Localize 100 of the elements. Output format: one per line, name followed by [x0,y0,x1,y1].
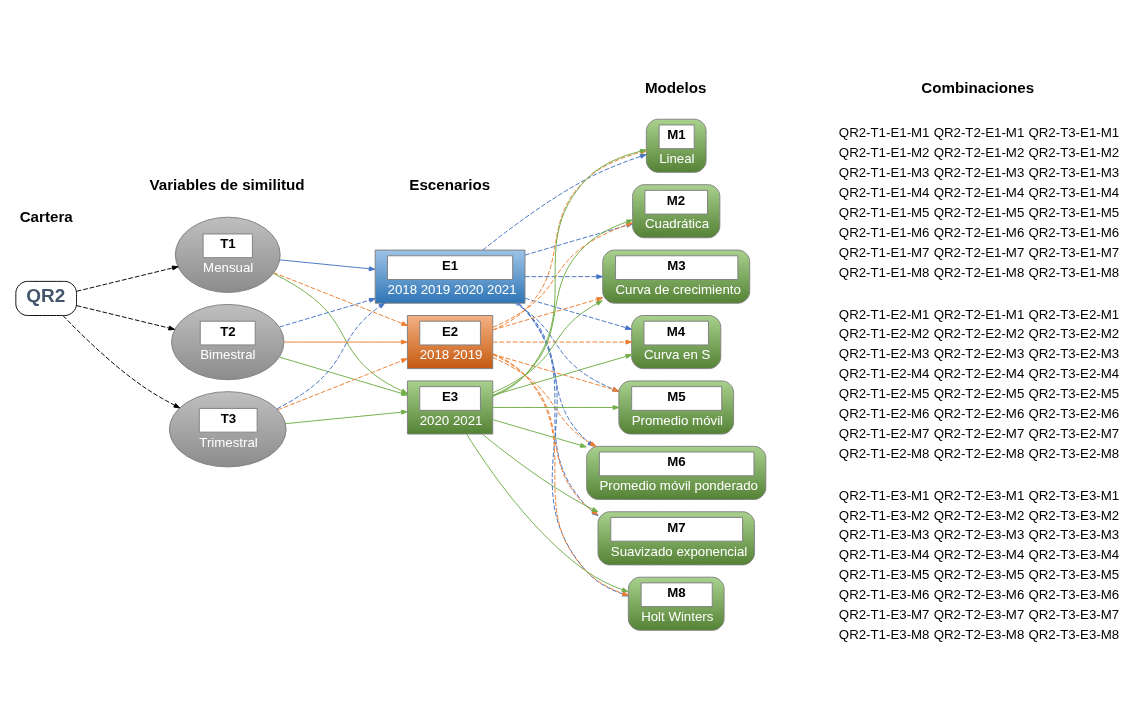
label: QR2-T3-E2-M3 [1028,345,1120,361]
arrow [279,297,376,327]
label: QR2-T3-E1-M3 [1028,164,1120,180]
node-box: M4 Curva en S [631,314,722,369]
arrow [481,433,599,512]
label: QR2-T3-E2-M4 [1028,365,1120,381]
label: QR2-T2-E3-M2 [933,507,1025,523]
label: QR2-T1-E3-M7 [838,606,930,622]
arrow [492,299,603,393]
arrow [76,265,179,292]
node-ellipse: T1 Mensual [174,216,281,293]
label: QR2-T2-E1-M1 [933,124,1025,140]
label: QR2-T1-E3-M5 [838,566,930,582]
arrow [492,353,633,396]
label: QR2-T1-E2-M4 [838,365,930,381]
label: QR2-T1-E2-M7 [838,425,930,441]
label: QR2-T1-E2-M6 [838,405,930,421]
arrow [524,297,632,330]
label: QR2-T3-E2-M2 [1028,325,1120,341]
label: QR2-T2-E3-M4 [933,546,1025,562]
label: QR2-T1-E1-M1 [838,124,930,140]
label: QR2-T1-E3-M1 [838,487,930,503]
label: QR2-T2-E3-M8 [933,626,1025,642]
node-box: M2 Cuadrática [632,183,721,238]
label: QR2-T1-E2-M3 [838,345,930,361]
label: QR2-T3-E3-M3 [1028,526,1120,542]
label: QR2-T1-E3-M3 [838,526,930,542]
arrow [524,273,603,279]
label: QR2-T3-E2-M7 [1028,425,1120,441]
arrow [76,304,176,330]
node-ellipse: T2 Bimestral [171,303,285,380]
label: QR2-T2-E3-M1 [933,487,1025,503]
label: QR2-T1-E1-M8 [838,264,930,280]
label: QR2-T2-E1-M2 [933,144,1025,160]
label: QR2-T3-E3-M7 [1028,606,1120,622]
label: QR2-T2-E3-M5 [933,566,1025,582]
label: QR2-T1-E1-M3 [838,164,930,180]
label: QR2-T2-E1-M3 [933,164,1025,180]
label: Variables de similitud [149,175,305,193]
arrow [492,296,604,330]
label: QR2-T3-E1-M2 [1028,144,1120,160]
node-ellipse: T3 Trimestral [168,390,287,467]
label: QR2-T3-E2-M6 [1028,405,1120,421]
label: QR2-T3-E3-M2 [1028,507,1120,523]
label: QR2-T2-E1-M8 [933,264,1025,280]
label: QR2-T1-E2-M2 [838,325,930,341]
label: QR2-T3-E3-M4 [1028,546,1120,562]
label: QR2-T2-E1-M4 [933,184,1025,200]
label: QR2-T3-E1-M5 [1028,204,1120,220]
arrow [492,404,620,410]
arrow [273,271,408,326]
arrow [283,339,408,345]
label: QR2-T1-E3-M8 [838,626,930,642]
label: QR2-T3-E2-M5 [1028,385,1120,401]
label: QR2-T1-E1-M5 [838,204,930,220]
label: QR2-T1-E2-M8 [838,445,930,461]
label: QR2-T2-E2-M8 [933,445,1025,461]
node-box: M5 Promedio móvil [618,379,735,434]
arrow [492,418,587,448]
label: QR2-T3-E3-M6 [1028,586,1120,602]
label: QR2-T1-E2-M5 [838,385,930,401]
arrow [492,339,633,345]
label: QR2-T2-E2-M7 [933,425,1025,441]
node-box: QR2 [15,280,77,316]
node-box: M8 Holt Winters [627,576,725,631]
arrow [62,314,181,408]
node-box: E3 2020 2021 [406,379,494,434]
label: QR2-T2-E2-M3 [933,345,1025,361]
label: Modelos [644,78,707,96]
arrow [279,258,376,271]
label: QR2-T3-E1-M1 [1028,124,1120,140]
label: QR2-T2-E3-M3 [933,526,1025,542]
label: QR2-T3-E3-M1 [1028,487,1120,503]
node-box: M3 Curva de crecimiento [602,249,751,304]
label: QR2-T2-E2-M2 [933,325,1025,341]
label: QR2-T2-E2-M6 [933,405,1025,421]
node-box: M7 Suavizado exponencial [597,510,755,565]
label: QR2-T1-E3-M2 [838,507,930,523]
label: QR2-T3-E3-M5 [1028,566,1120,582]
label: QR2-T1-E3-M4 [838,546,930,562]
label: QR2-T1-E1-M6 [838,224,930,240]
label: QR2-T2-E1-M7 [933,244,1025,260]
label: QR2-T1-E2-M1 [838,306,930,322]
label: QR2-T3-E1-M4 [1028,184,1120,200]
label: QR2-T3-E2-M1 [1028,306,1120,322]
label: QR2-T2-E3-M6 [933,586,1025,602]
label: QR2-T1-E1-M4 [838,184,930,200]
label: Cartera [19,207,73,225]
label: QR2-T3-E1-M8 [1028,264,1120,280]
node-box: M6 Promedio móvil ponderado [586,445,767,500]
label: QR2-T1-E1-M2 [838,144,930,160]
arrow [466,433,629,592]
arrow [482,153,647,250]
label: QR2-T3-E2-M8 [1028,445,1120,461]
label: QR2-T3-E1-M7 [1028,244,1120,260]
label: QR2-T1-E3-M6 [838,586,930,602]
label: QR2-T2-E1-M6 [933,224,1025,240]
label: Escenarios [409,175,491,193]
node-box: E1 2018 2019 2020 2021 [374,249,526,304]
arrow [276,302,386,409]
